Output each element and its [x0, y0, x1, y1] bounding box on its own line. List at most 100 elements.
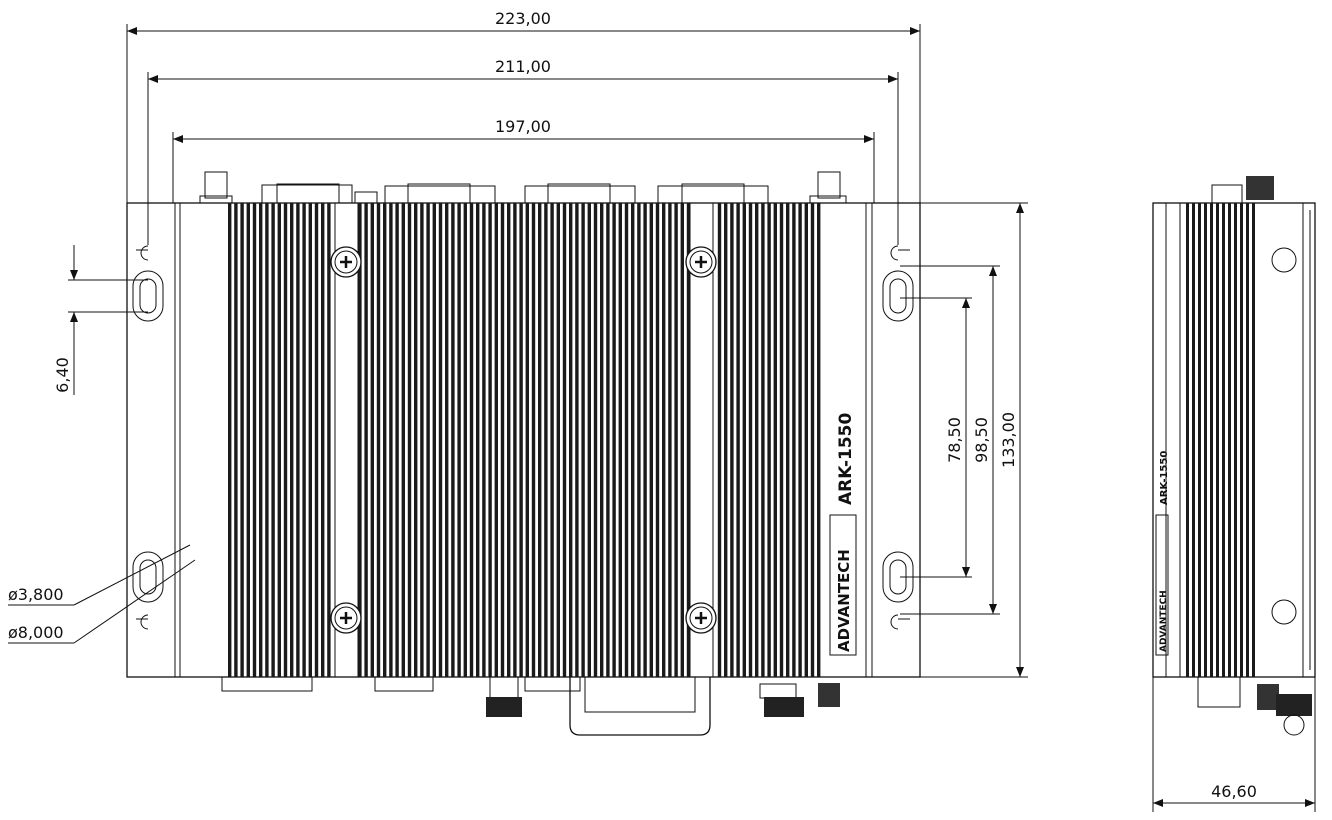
fin — [389, 203, 393, 677]
fin — [655, 203, 660, 677]
keyhole-notch — [890, 245, 910, 261]
keyhole-notch — [136, 614, 149, 630]
fin — [414, 203, 418, 677]
fin — [445, 203, 449, 677]
top-connectors — [199, 171, 847, 204]
svg-text:133,00: 133,00 — [999, 412, 1018, 468]
chassis-outline — [126, 202, 921, 678]
fin — [451, 203, 455, 677]
svg-text:223,00: 223,00 — [495, 9, 551, 28]
fin — [810, 203, 815, 677]
screws — [330, 246, 717, 634]
dimension-223: 223,00 — [126, 9, 921, 203]
fin — [624, 203, 629, 677]
fin — [370, 203, 374, 677]
fin — [314, 203, 319, 677]
side-fin — [1216, 203, 1219, 677]
keyhole-notch — [136, 245, 149, 261]
fin — [252, 203, 257, 677]
fin — [717, 203, 722, 677]
svg-text:98,50: 98,50 — [972, 417, 991, 463]
fin — [724, 203, 728, 677]
dimension-78-50: 78,50 — [900, 297, 972, 578]
fin — [407, 203, 412, 677]
front-view: ADVANTECH ARK-1550 223,00 21 — [8, 9, 1028, 736]
fin — [482, 203, 486, 677]
fin — [519, 203, 523, 677]
fin — [308, 203, 312, 677]
brand-label: ADVANTECH ARK-1550 — [829, 413, 857, 656]
fin — [469, 203, 474, 677]
fin — [618, 203, 622, 677]
fin — [581, 203, 585, 677]
fin — [767, 203, 771, 677]
fin — [500, 203, 505, 677]
fin — [730, 203, 734, 677]
fin — [240, 203, 244, 677]
side-fin — [1198, 203, 1201, 677]
fin — [432, 203, 436, 677]
fin — [296, 203, 300, 677]
fin — [376, 203, 381, 677]
fin — [438, 203, 443, 677]
fin — [637, 203, 641, 677]
fin — [575, 203, 579, 677]
dimension-6-40: 6,40 — [53, 245, 148, 395]
fin — [798, 203, 802, 677]
fin — [271, 203, 275, 677]
fin — [358, 203, 362, 677]
fin — [562, 203, 567, 677]
side-fin — [1204, 203, 1207, 677]
svg-text:197,00: 197,00 — [495, 117, 551, 136]
fin — [234, 203, 238, 677]
fin — [259, 203, 263, 677]
fin — [463, 203, 467, 677]
fin — [643, 203, 647, 677]
fin — [779, 203, 784, 677]
svg-text:78,50: 78,50 — [945, 417, 964, 463]
fin — [587, 203, 591, 677]
svg-text:ø8,000: ø8,000 — [8, 623, 64, 642]
screw-icon — [330, 602, 362, 634]
fin — [364, 203, 368, 677]
fin — [507, 203, 511, 677]
fin — [277, 203, 281, 677]
fin — [401, 203, 405, 677]
fin — [538, 203, 542, 677]
side-fin — [1186, 203, 1189, 677]
dimension-46-60: 46,60 — [1152, 677, 1316, 812]
slot-inner — [889, 278, 907, 314]
fin — [265, 203, 269, 677]
fin — [631, 203, 635, 677]
side-fin — [1210, 203, 1213, 677]
fin — [773, 203, 777, 677]
dimension-133: 133,00 — [920, 202, 1028, 678]
model-label: ARK-1550 — [836, 413, 856, 505]
side-fin — [1234, 203, 1237, 677]
side-fin — [1192, 203, 1195, 677]
fin — [662, 203, 666, 677]
screw-icon — [330, 246, 362, 278]
fin — [290, 203, 294, 677]
fin — [283, 203, 288, 677]
fin — [550, 203, 554, 677]
side-view: ADVANTECH ARK-1550 46,60 — [1152, 176, 1316, 812]
side-fin — [1252, 203, 1255, 677]
fin — [593, 203, 598, 677]
fin — [761, 203, 765, 677]
slot-inner — [139, 559, 157, 595]
fin — [246, 203, 250, 677]
mount-hole — [1271, 599, 1297, 625]
fin — [755, 203, 759, 677]
fin — [426, 203, 430, 677]
dimension-98-50: 98,50 — [900, 265, 1000, 615]
fin — [686, 203, 691, 677]
fin — [494, 203, 498, 677]
fin — [748, 203, 753, 677]
fin — [736, 203, 740, 677]
heatsink-fins — [228, 203, 821, 677]
fin — [804, 203, 808, 677]
side-fin — [1240, 203, 1243, 677]
fin — [817, 203, 821, 677]
